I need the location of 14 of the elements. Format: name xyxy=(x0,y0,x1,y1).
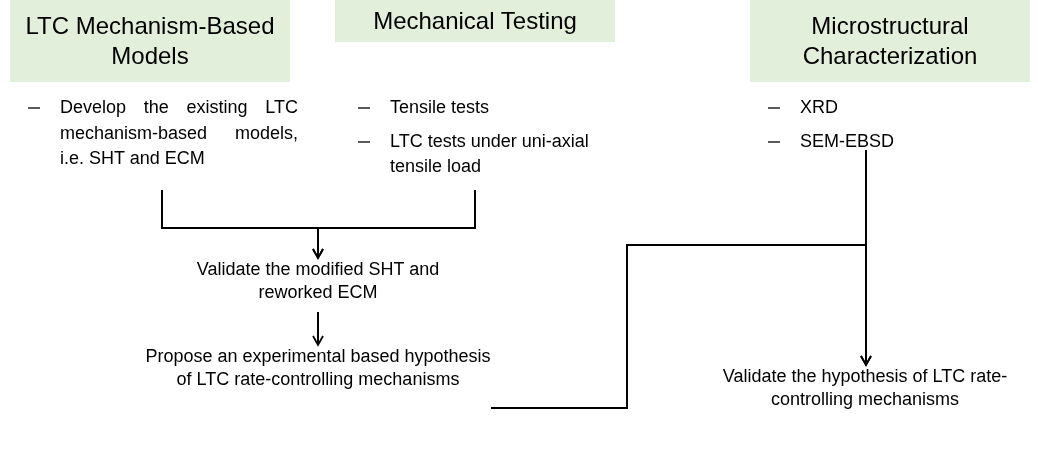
step-text: Validate the hypothesis of LTC rate-controlling mechanisms xyxy=(722,366,1008,410)
bullet-text: XRD xyxy=(800,96,839,119)
bullet-text: Develop the existing LTC mechanism-based models, i.e. SHT and ECM xyxy=(60,96,298,171)
connector-arrow xyxy=(312,311,324,346)
header-band: Microstructural Characterization xyxy=(750,0,1030,82)
step-text: Validate the modified SHT and reworked ECM xyxy=(196,259,440,303)
connector-arrow xyxy=(312,189,476,259)
header-band: Mechanical Testing xyxy=(335,0,615,42)
connector-arrow xyxy=(490,244,872,409)
bullet-text: SEM-EBSD xyxy=(800,129,896,153)
bullet-text: LTC tests under uni-axial tensile load xyxy=(390,129,590,179)
step-text: Propose an experimental based hypothesis of LTC rate-controlling mechanisms xyxy=(145,346,491,390)
bullet-text: Tensile tests xyxy=(390,96,491,119)
header-band: LTC Mechanism-Based Models xyxy=(10,0,290,82)
